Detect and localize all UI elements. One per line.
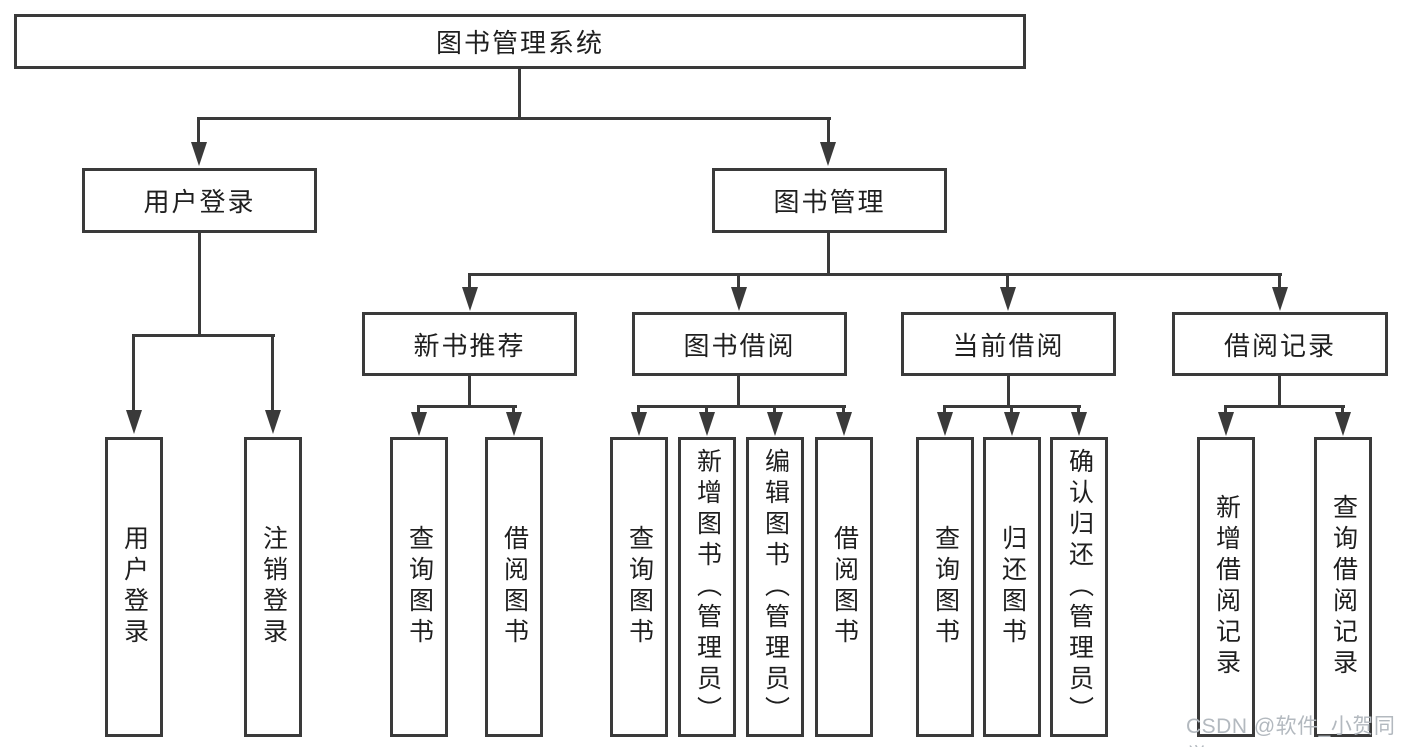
arrow-down-icon [1272, 287, 1288, 311]
leaf-label: 查询图书 [405, 525, 434, 649]
connector-arrow-shaft [842, 405, 845, 417]
connector-borrow-hline [637, 405, 846, 408]
node-current-borrow: 当前借阅 [901, 312, 1116, 376]
arrow-down-icon [836, 412, 852, 436]
connector-arrow-shaft [827, 117, 830, 147]
leaf-confirm-return-admin: 确认归还（管理员） [1050, 437, 1108, 737]
arrow-down-icon [462, 287, 478, 311]
node-label: 图书管理系统 [435, 28, 604, 58]
connector-root-hline [197, 117, 831, 120]
leaf-user-login: 用户登录 [105, 437, 163, 737]
leaf-query-book-2: 查询图书 [610, 437, 668, 737]
csdn-watermark: CSDN @软件_小贺同学 [1186, 715, 1396, 747]
leaf-label: 确认归还（管理员） [1065, 447, 1094, 727]
leaf-return-book: 归还图书 [983, 437, 1041, 737]
arrow-down-icon [767, 412, 783, 436]
connector-recommend-hline [417, 405, 517, 408]
leaf-label: 查询图书 [931, 525, 960, 649]
leaf-borrow-book-2: 借阅图书 [815, 437, 873, 737]
connector-root-stem [518, 69, 521, 119]
leaf-label: 查询图书 [625, 525, 654, 649]
connector-arrow-shaft [1341, 405, 1344, 417]
connector-arrow-shaft [197, 117, 200, 147]
node-label: 用户登录 [143, 187, 256, 217]
connector-book-mgmt-stem [827, 233, 830, 276]
node-label: 图书借阅 [683, 330, 796, 361]
arrow-down-icon [1000, 287, 1016, 311]
node-book-management: 图书管理 [712, 168, 947, 233]
arrow-down-icon [411, 412, 427, 436]
leaf-query-book: 查询图书 [390, 437, 448, 737]
arrow-down-icon [191, 142, 207, 166]
connector-records-stem [1278, 376, 1281, 408]
leaf-label: 用户登录 [120, 525, 149, 649]
connector-arrow-shaft [1010, 405, 1013, 417]
connector-user-login-hline [132, 334, 275, 337]
leaf-borrow-book: 借阅图书 [485, 437, 543, 737]
connector-arrow-shaft [1278, 273, 1281, 293]
arrow-down-icon [265, 410, 281, 434]
node-label: 图书管理 [773, 187, 886, 217]
arrow-down-icon [699, 412, 715, 436]
connector-arrow-shaft [132, 334, 135, 414]
arrow-down-icon [820, 142, 836, 166]
connector-arrow-shaft [271, 334, 274, 414]
arrow-down-icon [631, 412, 647, 436]
arrow-down-icon [1218, 412, 1234, 436]
connector-arrow-shaft [1077, 405, 1080, 417]
node-book-borrow: 图书借阅 [632, 312, 847, 376]
arrow-down-icon [506, 412, 522, 436]
connector-borrow-stem [737, 376, 740, 408]
leaf-label: 新增借阅记录 [1212, 494, 1241, 680]
leaf-label: 编辑图书（管理员） [761, 447, 790, 727]
arrow-down-icon [731, 287, 747, 311]
arrow-down-icon [1071, 412, 1087, 436]
arrow-down-icon [126, 410, 142, 434]
connector-arrow-shaft [1006, 273, 1009, 293]
connector-arrow-shaft [468, 273, 471, 293]
connector-arrow-shaft [1224, 405, 1227, 417]
node-borrow-records: 借阅记录 [1172, 312, 1388, 376]
connector-arrow-shaft [773, 405, 776, 417]
leaf-label: 注销登录 [259, 525, 288, 649]
leaf-query-borrow-record: 查询借阅记录 [1314, 437, 1372, 737]
leaf-label: 归还图书 [998, 525, 1027, 649]
connector-arrow-shaft [705, 405, 708, 417]
leaf-label: 借阅图书 [500, 525, 529, 649]
node-user-login: 用户登录 [82, 168, 317, 233]
arrow-down-icon [937, 412, 953, 436]
connector-arrow-shaft [512, 405, 515, 417]
arrow-down-icon [1335, 412, 1351, 436]
connector-user-login-stem [198, 233, 201, 337]
connector-current-stem [1007, 376, 1010, 408]
connector-arrow-shaft [637, 405, 640, 417]
connector-records-hline [1224, 405, 1345, 408]
connector-arrow-shaft [943, 405, 946, 417]
leaf-label: 新增图书（管理员） [693, 447, 722, 727]
arrow-down-icon [1004, 412, 1020, 436]
node-new-book-recommend: 新书推荐 [362, 312, 577, 376]
leaf-add-borrow-record: 新增借阅记录 [1197, 437, 1255, 737]
leaf-add-book-admin: 新增图书（管理员） [678, 437, 736, 737]
connector-arrow-shaft [737, 273, 740, 293]
leaf-logout-login: 注销登录 [244, 437, 302, 737]
node-library-management-system: 图书管理系统 [14, 14, 1026, 69]
connector-arrow-shaft [417, 405, 420, 417]
node-label: 当前借阅 [952, 330, 1065, 361]
leaf-label: 借阅图书 [830, 525, 859, 649]
node-label: 借阅记录 [1223, 330, 1336, 361]
node-label: 新书推荐 [413, 330, 526, 361]
leaf-edit-book-admin: 编辑图书（管理员） [746, 437, 804, 737]
connector-book-mgmt-hline [468, 273, 1282, 276]
leaf-query-book-3: 查询图书 [916, 437, 974, 737]
leaf-label: 查询借阅记录 [1329, 494, 1358, 680]
connector-recommend-stem [468, 376, 471, 408]
